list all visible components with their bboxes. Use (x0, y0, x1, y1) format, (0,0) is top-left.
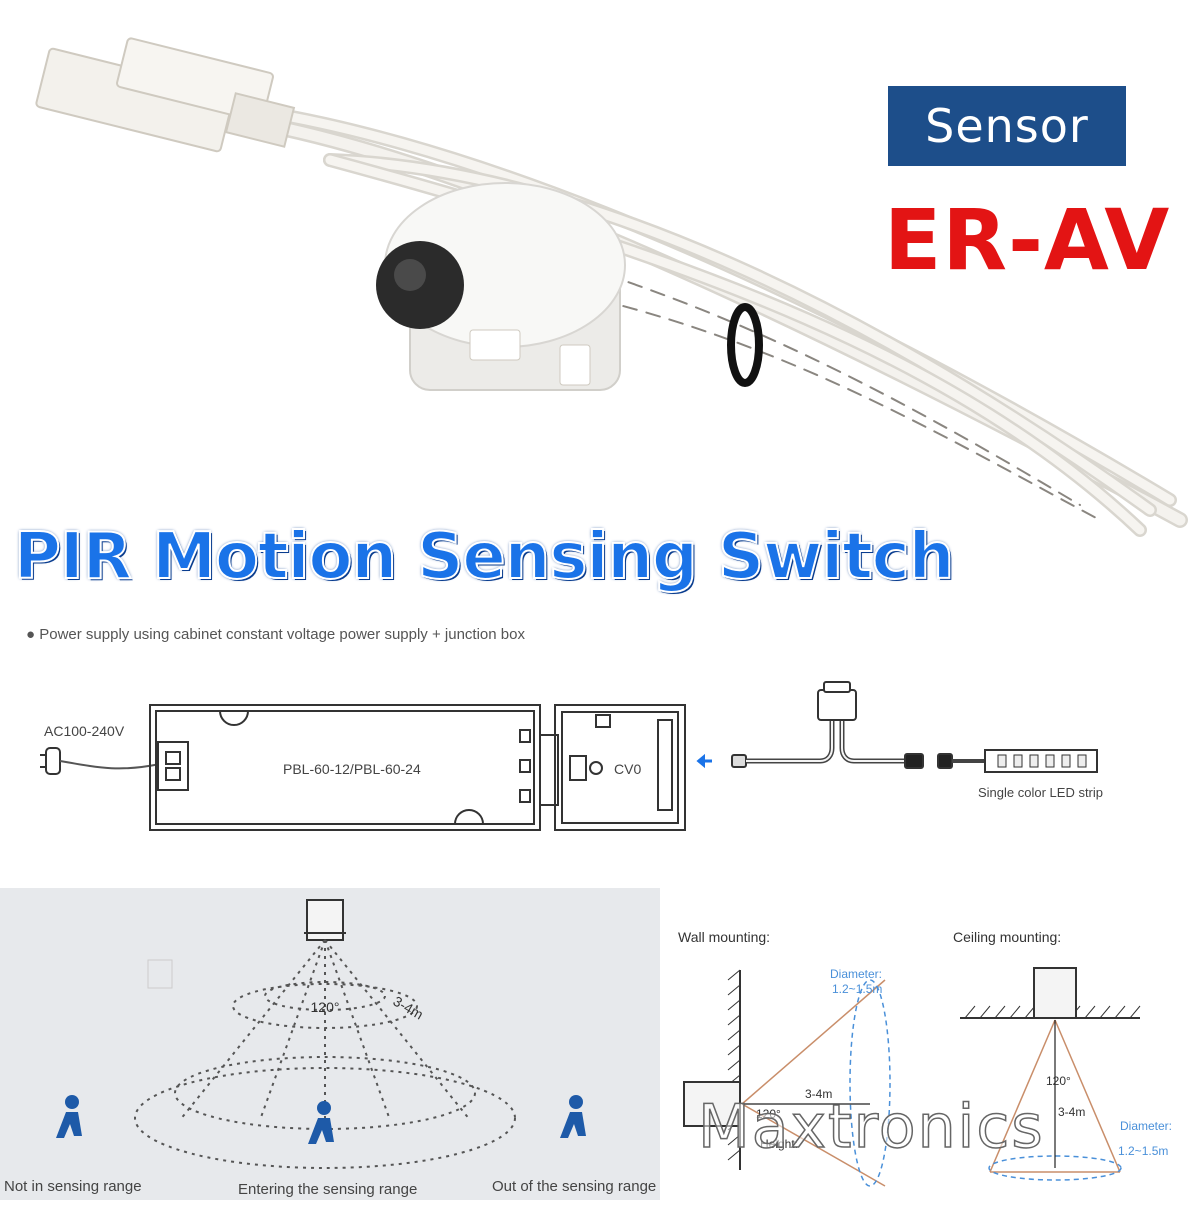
sensor-badge-label: Sensor (925, 99, 1089, 153)
sensing-range-panel: 120° 3-4m Not in sensing range Entering … (0, 888, 660, 1200)
supply-note-text: Power supply using cabinet constant volt… (39, 626, 525, 643)
model-code: ER-AV (884, 191, 1171, 289)
caption-out-of-range: Out of the sensing range (492, 1178, 657, 1195)
wall-diameter-label: Diameter: (830, 967, 882, 981)
mounting-diagram: Wall mounting: Ceiling mounting: Diamete… (678, 929, 1172, 1187)
person-out-of-range-icon (560, 1095, 586, 1138)
watermark: Maxtronics (697, 1091, 1045, 1163)
driver-label: PBL-60-12/PBL-60-24 (283, 761, 421, 777)
product-photo (35, 37, 1188, 537)
wall-diameter-value: 1.2~1.5m (832, 982, 882, 996)
input-voltage-label: AC100-240V (44, 723, 125, 739)
person-not-in-range-icon (56, 1095, 82, 1138)
ceiling-angle-label: 120° (1046, 1074, 1071, 1088)
wall-mounting-title: Wall mounting: (678, 929, 770, 945)
wiring-diagram: AC100-240V PBL-60-12/PBL-60-24 CV0 Singl… (40, 681, 1103, 831)
ceiling-height-value: 3-4m (1058, 1105, 1085, 1119)
wall-height-label: Height: (760, 1137, 798, 1151)
junction-label: CV0 (614, 761, 641, 777)
wall-angle-label: 120° (756, 1107, 781, 1121)
ceiling-mounting-title: Ceiling mounting: (953, 929, 1061, 945)
headline: PIR Motion Sensing Switch (13, 520, 955, 594)
sensor-badge: Sensor (888, 86, 1126, 166)
sensing-angle-label: 120° (311, 999, 340, 1015)
ceiling-diameter-value: 1.2~1.5m (1118, 1144, 1168, 1158)
supply-note: ● Power supply using cabinet constant vo… (26, 626, 525, 643)
caption-entering-range: Entering the sensing range (238, 1181, 418, 1198)
led-strip-label: Single color LED strip (978, 785, 1103, 800)
ceiling-diameter-label: Diameter: (1120, 1119, 1172, 1133)
person-entering-range-icon (308, 1101, 334, 1144)
sensing-cone-diagram: 120° 3-4m (56, 899, 586, 1169)
wall-distance-label: 3-4m (805, 1087, 832, 1101)
caption-not-in-range: Not in sensing range (4, 1178, 142, 1195)
